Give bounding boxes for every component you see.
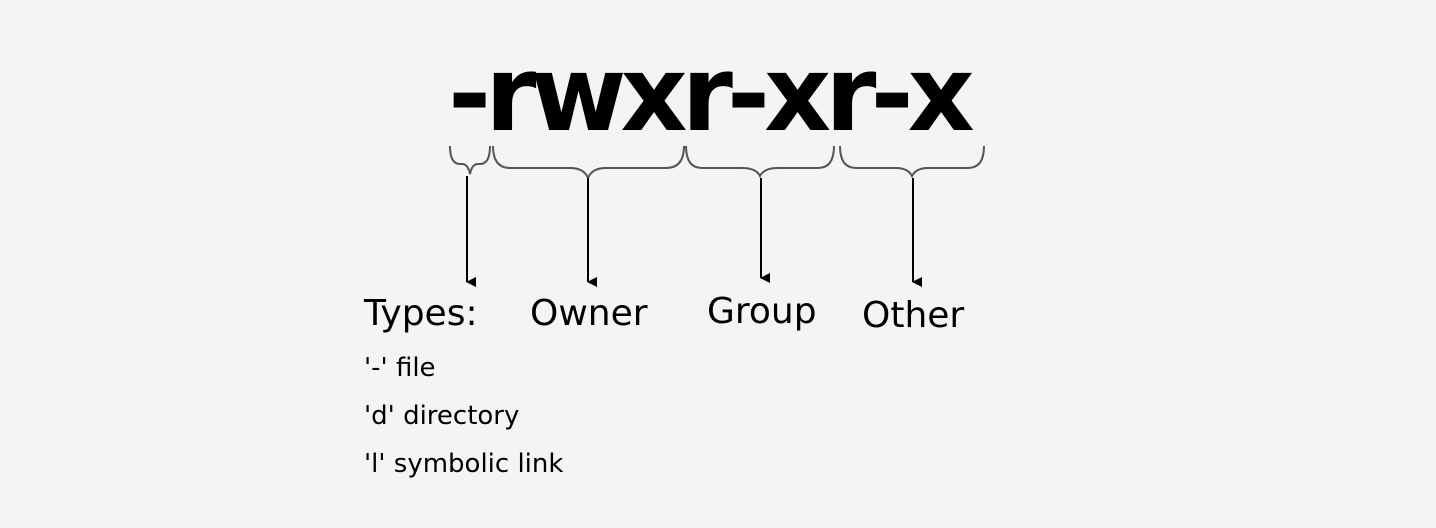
type-item-file: '-' file [364,353,436,383]
type-brace [449,145,491,175]
other-brace [839,145,985,179]
types-list: '-' file 'd' directory 'l' symbolic link [364,344,563,488]
group-brace [685,145,835,179]
other-label: Other [862,295,965,336]
owner-label: Owner [530,293,648,334]
owner-brace [492,145,685,181]
permission-string: -rwxr-xr-x [448,33,975,155]
type-item-symbolic-link: 'l' symbolic link [364,449,564,479]
type-item-directory: 'd' directory [364,401,520,431]
group-label: Group [707,291,817,332]
types-label: Types: [364,293,478,334]
